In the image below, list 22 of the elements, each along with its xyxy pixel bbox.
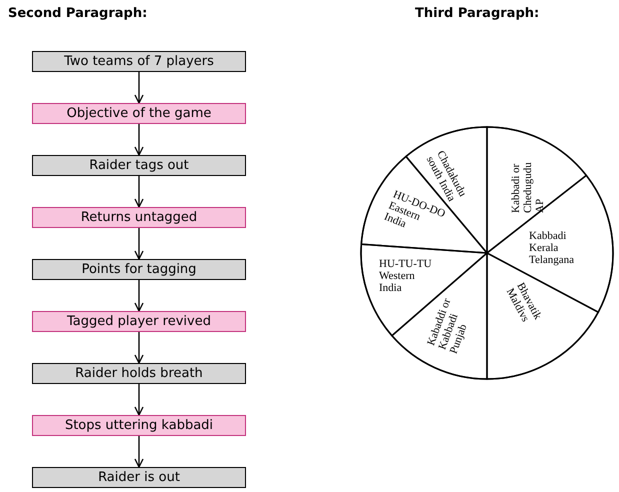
arrow (134, 384, 144, 416)
section-heading: Second Paragraph: (8, 6, 148, 21)
process-box: Raider holds breath (32, 363, 246, 384)
sector-label: Kabbadi or Chedugudu AP (510, 161, 546, 213)
process-box: Raider tags out (32, 155, 246, 176)
arrow (134, 280, 144, 312)
process-box: Two teams of 7 players (32, 51, 246, 72)
process-box: Points for tagging (32, 259, 246, 280)
arrow (134, 436, 144, 468)
process-box: Raider is out (32, 467, 246, 488)
process-box: Stops uttering kabbadi (32, 415, 246, 436)
sector-label: HU-TU-TU Western India (379, 258, 433, 294)
process-box: Tagged player revived (32, 311, 246, 332)
process-box: Returns untagged (32, 207, 246, 228)
arrow (134, 124, 144, 156)
process-box: Objective of the game (32, 103, 246, 124)
arrow (134, 228, 144, 260)
arrow (134, 176, 144, 208)
arrow (134, 72, 144, 104)
arrow (134, 332, 144, 364)
section-heading: Third Paragraph: (415, 6, 540, 21)
sector-label: Kabbadi Kerala Telangana (529, 230, 576, 266)
